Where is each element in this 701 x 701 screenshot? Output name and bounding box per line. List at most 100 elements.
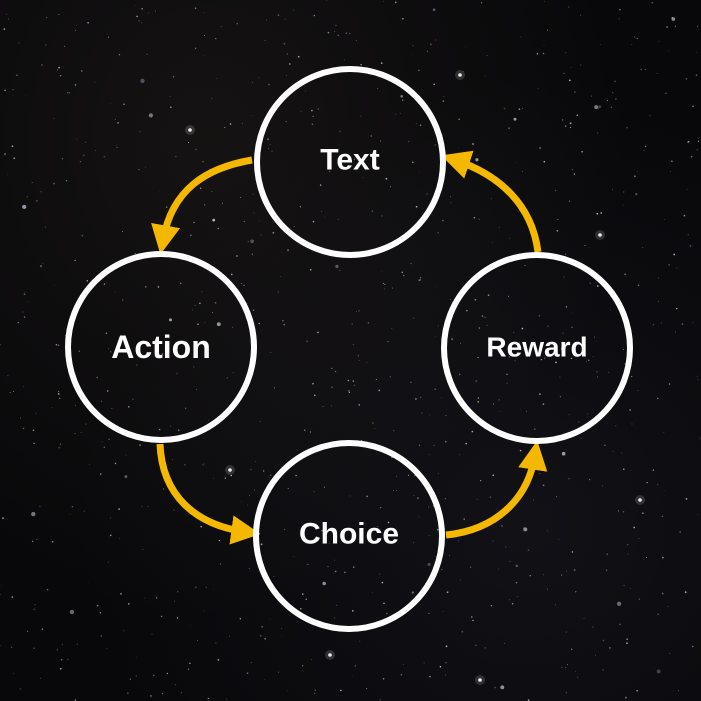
star bbox=[243, 220, 245, 223]
star bbox=[87, 22, 89, 24]
star bbox=[264, 638, 266, 640]
star bbox=[108, 536, 110, 538]
star bbox=[345, 32, 348, 34]
star bbox=[39, 505, 41, 507]
star bbox=[114, 118, 116, 120]
star bbox=[536, 52, 539, 55]
star bbox=[203, 610, 205, 612]
star bbox=[520, 36, 522, 38]
star bbox=[445, 674, 447, 676]
star bbox=[428, 612, 430, 615]
star bbox=[61, 644, 63, 645]
star bbox=[426, 50, 428, 52]
star bbox=[637, 284, 640, 287]
star bbox=[35, 412, 37, 414]
star bbox=[58, 391, 60, 393]
star bbox=[57, 393, 60, 395]
star bbox=[280, 275, 281, 277]
star bbox=[592, 356, 594, 358]
star bbox=[381, 215, 383, 217]
star bbox=[466, 309, 468, 312]
star bbox=[412, 161, 414, 163]
star bbox=[27, 301, 28, 303]
star bbox=[18, 42, 20, 44]
star bbox=[23, 386, 24, 387]
star bbox=[618, 18, 620, 20]
star bbox=[463, 518, 465, 520]
star bbox=[619, 623, 621, 626]
star bbox=[543, 160, 546, 163]
star bbox=[555, 604, 556, 606]
star bbox=[458, 73, 462, 77]
star bbox=[433, 83, 435, 85]
star bbox=[393, 430, 395, 432]
star bbox=[492, 540, 494, 542]
star bbox=[107, 36, 110, 38]
star bbox=[103, 283, 106, 285]
star bbox=[314, 689, 316, 691]
star bbox=[120, 593, 122, 595]
star bbox=[212, 589, 214, 590]
star bbox=[352, 674, 353, 676]
star bbox=[252, 309, 255, 311]
star bbox=[336, 158, 338, 160]
star bbox=[301, 665, 304, 667]
star bbox=[412, 317, 415, 319]
star bbox=[64, 45, 65, 47]
star bbox=[264, 39, 266, 41]
star bbox=[171, 459, 173, 460]
star bbox=[69, 609, 75, 615]
star bbox=[74, 432, 76, 434]
star bbox=[269, 618, 271, 620]
star bbox=[0, 585, 2, 587]
star bbox=[153, 674, 155, 676]
star bbox=[83, 510, 85, 512]
star bbox=[194, 586, 197, 589]
star bbox=[571, 551, 574, 553]
star bbox=[180, 282, 182, 284]
star bbox=[295, 474, 297, 477]
star bbox=[384, 288, 386, 290]
star bbox=[402, 99, 404, 101]
node-action-circle bbox=[65, 251, 257, 443]
star bbox=[150, 695, 152, 697]
star bbox=[380, 506, 382, 509]
star bbox=[519, 342, 520, 344]
star bbox=[306, 340, 308, 343]
star bbox=[418, 69, 420, 71]
star bbox=[437, 528, 439, 531]
star bbox=[658, 300, 660, 302]
star bbox=[667, 605, 669, 607]
star bbox=[588, 247, 590, 249]
star bbox=[690, 155, 693, 158]
star bbox=[366, 688, 368, 690]
star bbox=[497, 337, 499, 339]
star bbox=[287, 249, 289, 251]
star bbox=[574, 91, 576, 93]
star bbox=[118, 54, 121, 56]
star bbox=[674, 331, 677, 333]
star bbox=[75, 29, 76, 31]
star bbox=[570, 357, 573, 360]
star bbox=[357, 355, 359, 357]
star bbox=[334, 570, 337, 573]
star bbox=[340, 689, 342, 692]
star bbox=[565, 667, 567, 669]
star bbox=[507, 295, 509, 297]
star bbox=[534, 428, 536, 430]
star bbox=[277, 14, 280, 16]
star bbox=[12, 89, 14, 91]
star bbox=[23, 293, 26, 296]
star bbox=[683, 214, 686, 217]
star bbox=[387, 521, 390, 524]
star bbox=[561, 574, 563, 576]
star bbox=[4, 153, 6, 155]
star bbox=[9, 391, 11, 394]
star bbox=[81, 70, 83, 72]
star bbox=[75, 25, 77, 26]
star bbox=[251, 115, 253, 116]
star bbox=[539, 393, 541, 395]
star bbox=[347, 379, 350, 382]
star bbox=[657, 613, 659, 616]
star bbox=[176, 373, 178, 375]
